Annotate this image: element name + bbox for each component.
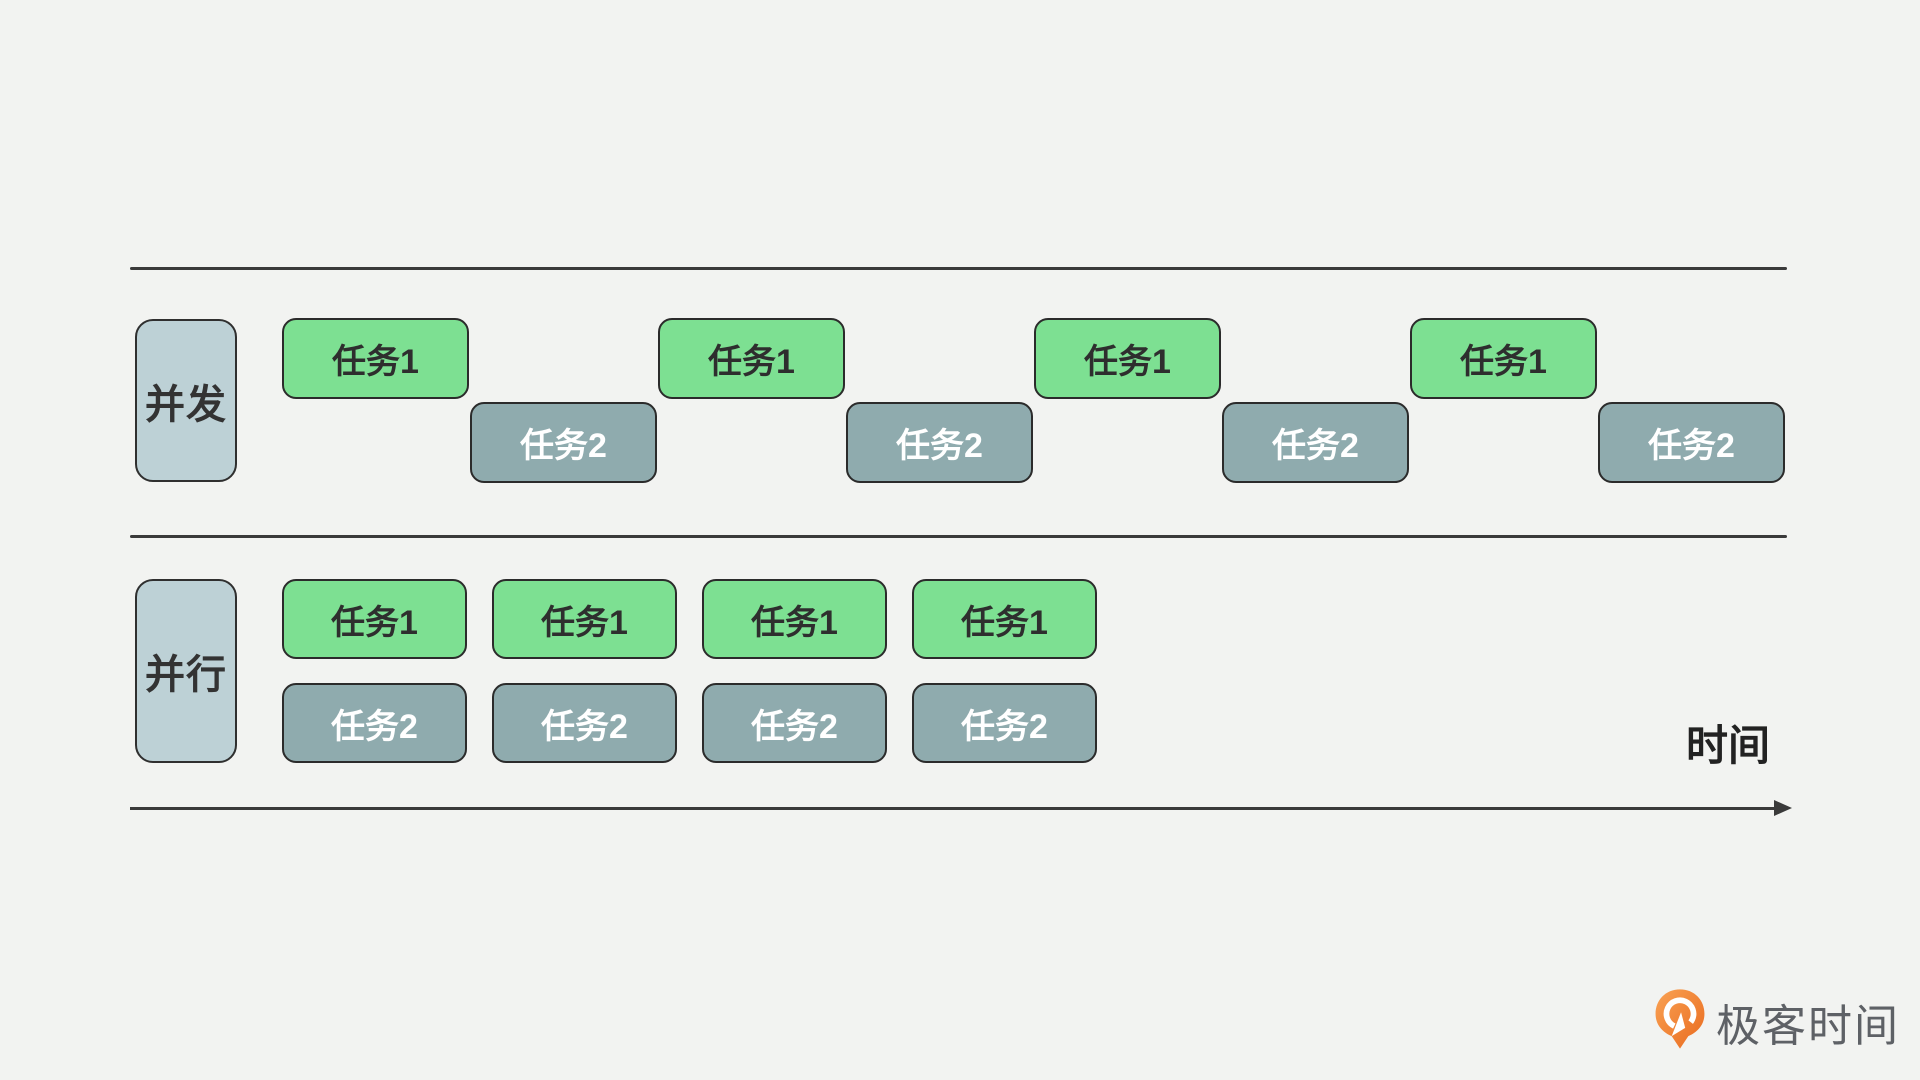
task-box-task1: 任务1 xyxy=(282,318,469,399)
time-axis-line xyxy=(130,807,1776,810)
task-box-task1: 任务1 xyxy=(658,318,845,399)
separator-line-middle xyxy=(130,535,1787,538)
task-box-task2: 任务2 xyxy=(492,683,677,763)
task-box-task2: 任务2 xyxy=(1222,402,1409,483)
geektime-logo: 极客时间 xyxy=(1654,988,1900,1055)
parallel-row-label: 并行 xyxy=(135,579,237,763)
task-box-task2: 任务2 xyxy=(912,683,1097,763)
task-box-task2: 任务2 xyxy=(470,402,657,483)
concurrency-row-label: 并发 xyxy=(135,319,237,482)
task-box-task1: 任务1 xyxy=(1410,318,1597,399)
time-axis-label: 时间 xyxy=(1686,722,1771,769)
separator-line-top xyxy=(130,267,1787,270)
task-box-task2: 任务2 xyxy=(1598,402,1785,483)
task-box-task2: 任务2 xyxy=(846,402,1033,483)
geektime-pin-icon xyxy=(1654,988,1706,1055)
task-box-task1: 任务1 xyxy=(912,579,1097,659)
task-box-task1: 任务1 xyxy=(702,579,887,659)
task-box-task2: 任务2 xyxy=(282,683,467,763)
task-box-task2: 任务2 xyxy=(702,683,887,763)
task-box-task1: 任务1 xyxy=(1034,318,1221,399)
task-box-task1: 任务1 xyxy=(492,579,677,659)
task-box-task1: 任务1 xyxy=(282,579,467,659)
geektime-logo-text: 极客时间 xyxy=(1716,1001,1900,1051)
time-axis-arrowhead-icon xyxy=(1774,800,1792,816)
